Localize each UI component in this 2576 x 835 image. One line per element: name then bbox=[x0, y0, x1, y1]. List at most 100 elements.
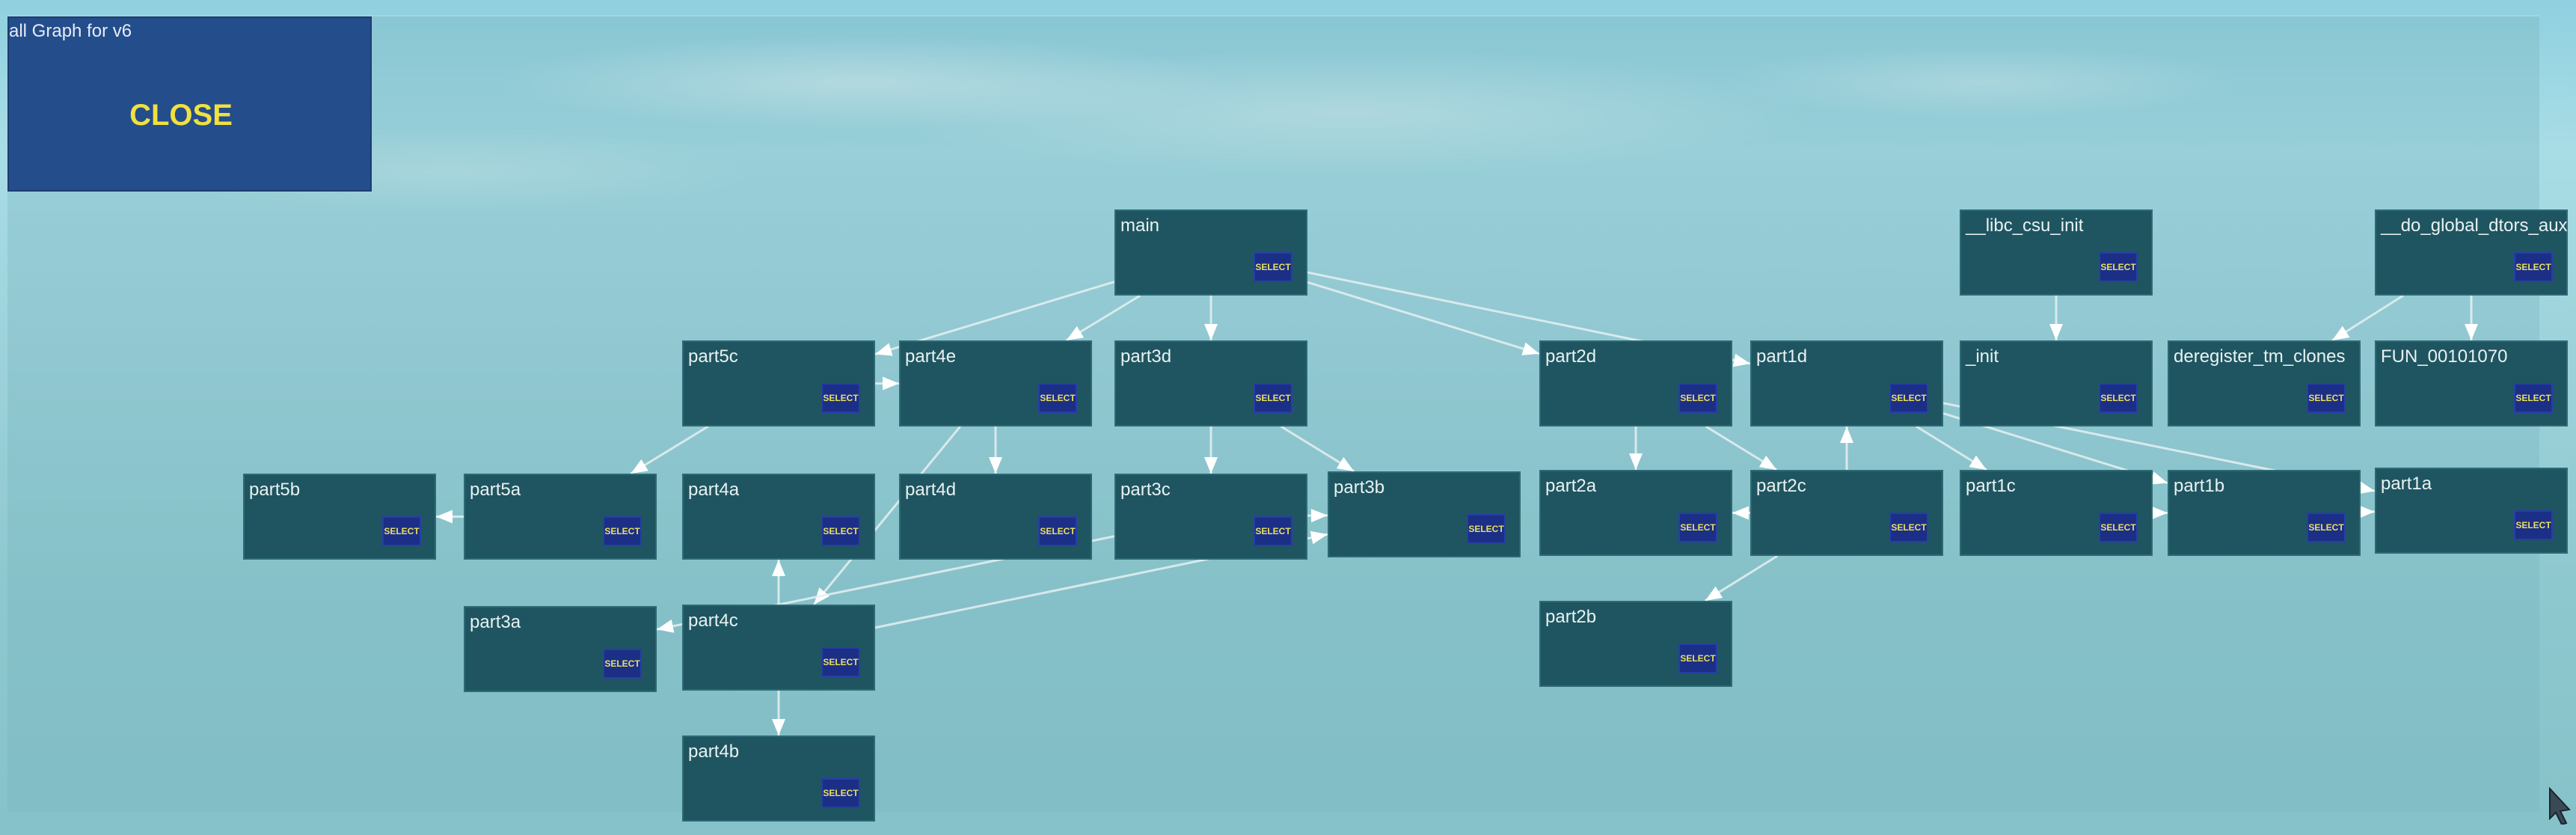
select-button[interactable]: SELECT bbox=[2307, 513, 2346, 542]
node-label: __do_global_dtors_aux bbox=[2381, 215, 2568, 236]
edge-main-part2d bbox=[1307, 281, 1540, 355]
select-button[interactable]: SELECT bbox=[382, 516, 421, 546]
select-button[interactable]: SELECT bbox=[1254, 383, 1292, 413]
select-button[interactable]: SELECT bbox=[603, 649, 642, 679]
node-label: part2b bbox=[1545, 607, 1597, 627]
node-label: part4a bbox=[688, 480, 740, 500]
node-label: part3b bbox=[1334, 477, 1385, 498]
select-button[interactable]: SELECT bbox=[821, 383, 860, 413]
node-label: part1b bbox=[2174, 476, 2225, 496]
select-button[interactable]: SELECT bbox=[1678, 383, 1717, 413]
select-button[interactable]: SELECT bbox=[1467, 514, 1506, 544]
select-button[interactable]: SELECT bbox=[1038, 383, 1077, 413]
arrowhead-icon bbox=[772, 719, 785, 735]
node-label: part1a bbox=[2381, 474, 2432, 494]
arrowhead-icon bbox=[1310, 509, 1328, 523]
select-button[interactable]: SELECT bbox=[2307, 383, 2346, 413]
arrowhead-icon bbox=[2151, 506, 2168, 520]
select-button[interactable]: SELECT bbox=[2514, 510, 2553, 540]
select-button[interactable]: SELECT bbox=[2514, 252, 2553, 282]
select-button[interactable]: SELECT bbox=[1889, 383, 1928, 413]
arrowhead-icon bbox=[2465, 324, 2478, 340]
arrowhead-icon bbox=[1204, 457, 1218, 474]
select-button[interactable]: SELECT bbox=[2514, 383, 2553, 413]
select-button[interactable]: SELECT bbox=[1254, 252, 1292, 282]
arrowhead-icon bbox=[1629, 453, 1643, 470]
node-label: _init bbox=[1966, 346, 1999, 367]
node-label: part4c bbox=[688, 611, 738, 631]
arrowhead-icon bbox=[883, 376, 899, 391]
node-label: part4d bbox=[905, 480, 957, 500]
select-button[interactable]: SELECT bbox=[1889, 513, 1928, 542]
arrowhead-icon bbox=[2150, 471, 2168, 485]
arrowhead-icon bbox=[1066, 325, 1085, 340]
arrowhead-icon bbox=[1840, 426, 1853, 443]
node-label: part3d bbox=[1120, 346, 1172, 367]
node-label: main bbox=[1120, 215, 1160, 236]
select-button[interactable]: SELECT bbox=[1254, 516, 1292, 546]
select-button[interactable]: SELECT bbox=[1678, 513, 1717, 542]
window-title: all Graph for v6 bbox=[9, 21, 132, 41]
select-button[interactable]: SELECT bbox=[821, 778, 860, 808]
node-label: part1c bbox=[1966, 476, 2016, 496]
node-label: part2c bbox=[1756, 476, 1806, 496]
select-button[interactable]: SELECT bbox=[2099, 383, 2138, 413]
arrowhead-icon bbox=[2049, 324, 2063, 340]
edge-part4e-part4c bbox=[813, 426, 961, 605]
select-button[interactable]: SELECT bbox=[2099, 252, 2138, 282]
node-label: part2d bbox=[1545, 346, 1597, 367]
arrowhead-icon bbox=[2357, 481, 2375, 495]
select-button[interactable]: SELECT bbox=[603, 516, 642, 546]
arrowhead-icon bbox=[1521, 342, 1539, 355]
select-button[interactable]: SELECT bbox=[1038, 516, 1077, 546]
arrowhead-icon bbox=[1336, 456, 1355, 471]
arrowhead-icon bbox=[2332, 325, 2350, 340]
select-button[interactable]: SELECT bbox=[2099, 513, 2138, 542]
select-button[interactable]: SELECT bbox=[821, 516, 860, 546]
arrowhead-icon bbox=[1310, 530, 1328, 545]
node-label: part1d bbox=[1756, 346, 1808, 367]
select-button[interactable]: SELECT bbox=[1678, 643, 1717, 673]
node-label: part4b bbox=[688, 741, 740, 762]
node-label: part4e bbox=[905, 346, 957, 367]
select-button[interactable]: SELECT bbox=[821, 647, 860, 677]
pointer-icon bbox=[2549, 787, 2571, 825]
node-label: part5b bbox=[249, 480, 301, 500]
arrowhead-icon bbox=[1732, 353, 1750, 367]
node-label: __libc_csu_init bbox=[1966, 215, 2084, 236]
node-label: part3c bbox=[1120, 480, 1171, 500]
node-label: part2a bbox=[1545, 476, 1597, 496]
title-panel: all Graph for v6 CLOSE bbox=[7, 16, 372, 192]
node-label: part3a bbox=[470, 612, 521, 632]
arrowhead-icon bbox=[989, 457, 1002, 474]
node-label: deregister_tm_clones bbox=[2174, 346, 2346, 367]
arrowhead-icon bbox=[772, 560, 785, 576]
node-label: part5c bbox=[688, 346, 738, 367]
close-button[interactable]: CLOSE bbox=[129, 99, 233, 132]
arrowhead-icon bbox=[1705, 586, 1723, 601]
arrowhead-icon bbox=[1758, 455, 1777, 470]
